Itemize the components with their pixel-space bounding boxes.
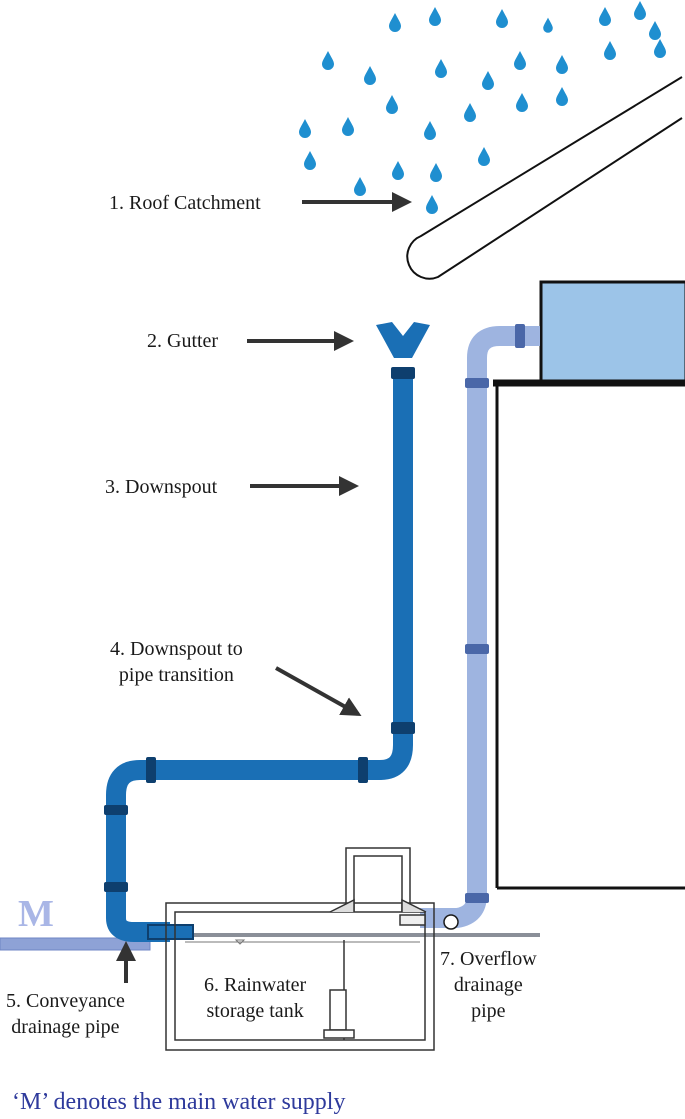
downspout-couplings xyxy=(104,367,415,892)
main-supply-pipe xyxy=(0,937,151,951)
label-transition-line2: pipe transition xyxy=(118,664,234,686)
rain-drops xyxy=(299,1,666,214)
label-overflow-line3: pipe xyxy=(471,1000,506,1022)
main-supply-letter: M xyxy=(18,893,54,935)
elevated-tank xyxy=(539,280,685,383)
arrow-transition xyxy=(275,666,362,716)
label-arrows xyxy=(116,192,412,983)
label-storage-tank: 6. Rainwater storage tank xyxy=(204,972,306,1024)
pipe-inlet-fitting xyxy=(147,924,194,940)
gutter xyxy=(376,322,430,358)
label-downspout: 3. Downspout xyxy=(105,476,218,498)
label-transition-line1: 4. Downspout to xyxy=(110,638,243,660)
label-conveyance-line2: drainage pipe xyxy=(11,1016,120,1038)
label-overflow-line1: 7. Overflow xyxy=(440,948,537,970)
label-conveyance: 5. Conveyance drainage pipe xyxy=(6,988,125,1040)
label-storage-tank-line1: 6. Rainwater xyxy=(204,974,307,996)
overflow-pipe-couplings xyxy=(465,324,525,903)
downspout-pipe xyxy=(106,375,413,942)
label-transition: 4. Downspout to pipe transition xyxy=(110,636,243,688)
overflow-pipe xyxy=(420,326,540,928)
overflow-valve xyxy=(443,914,459,930)
building-outline xyxy=(493,379,685,890)
label-storage-tank-line2: storage tank xyxy=(206,1000,304,1022)
label-conveyance-line1: 5. Conveyance xyxy=(6,990,125,1012)
storage-tank xyxy=(165,847,435,1051)
footnote: ‘M’ denotes the main water supply xyxy=(12,1089,346,1115)
label-roof-catchment: 1. Roof Catchment xyxy=(109,192,261,214)
label-overflow-line2: drainage xyxy=(453,974,523,996)
roof xyxy=(406,76,683,280)
label-overflow: 7. Overflow drainage pipe xyxy=(440,946,537,1024)
label-gutter: 2. Gutter xyxy=(147,330,219,352)
